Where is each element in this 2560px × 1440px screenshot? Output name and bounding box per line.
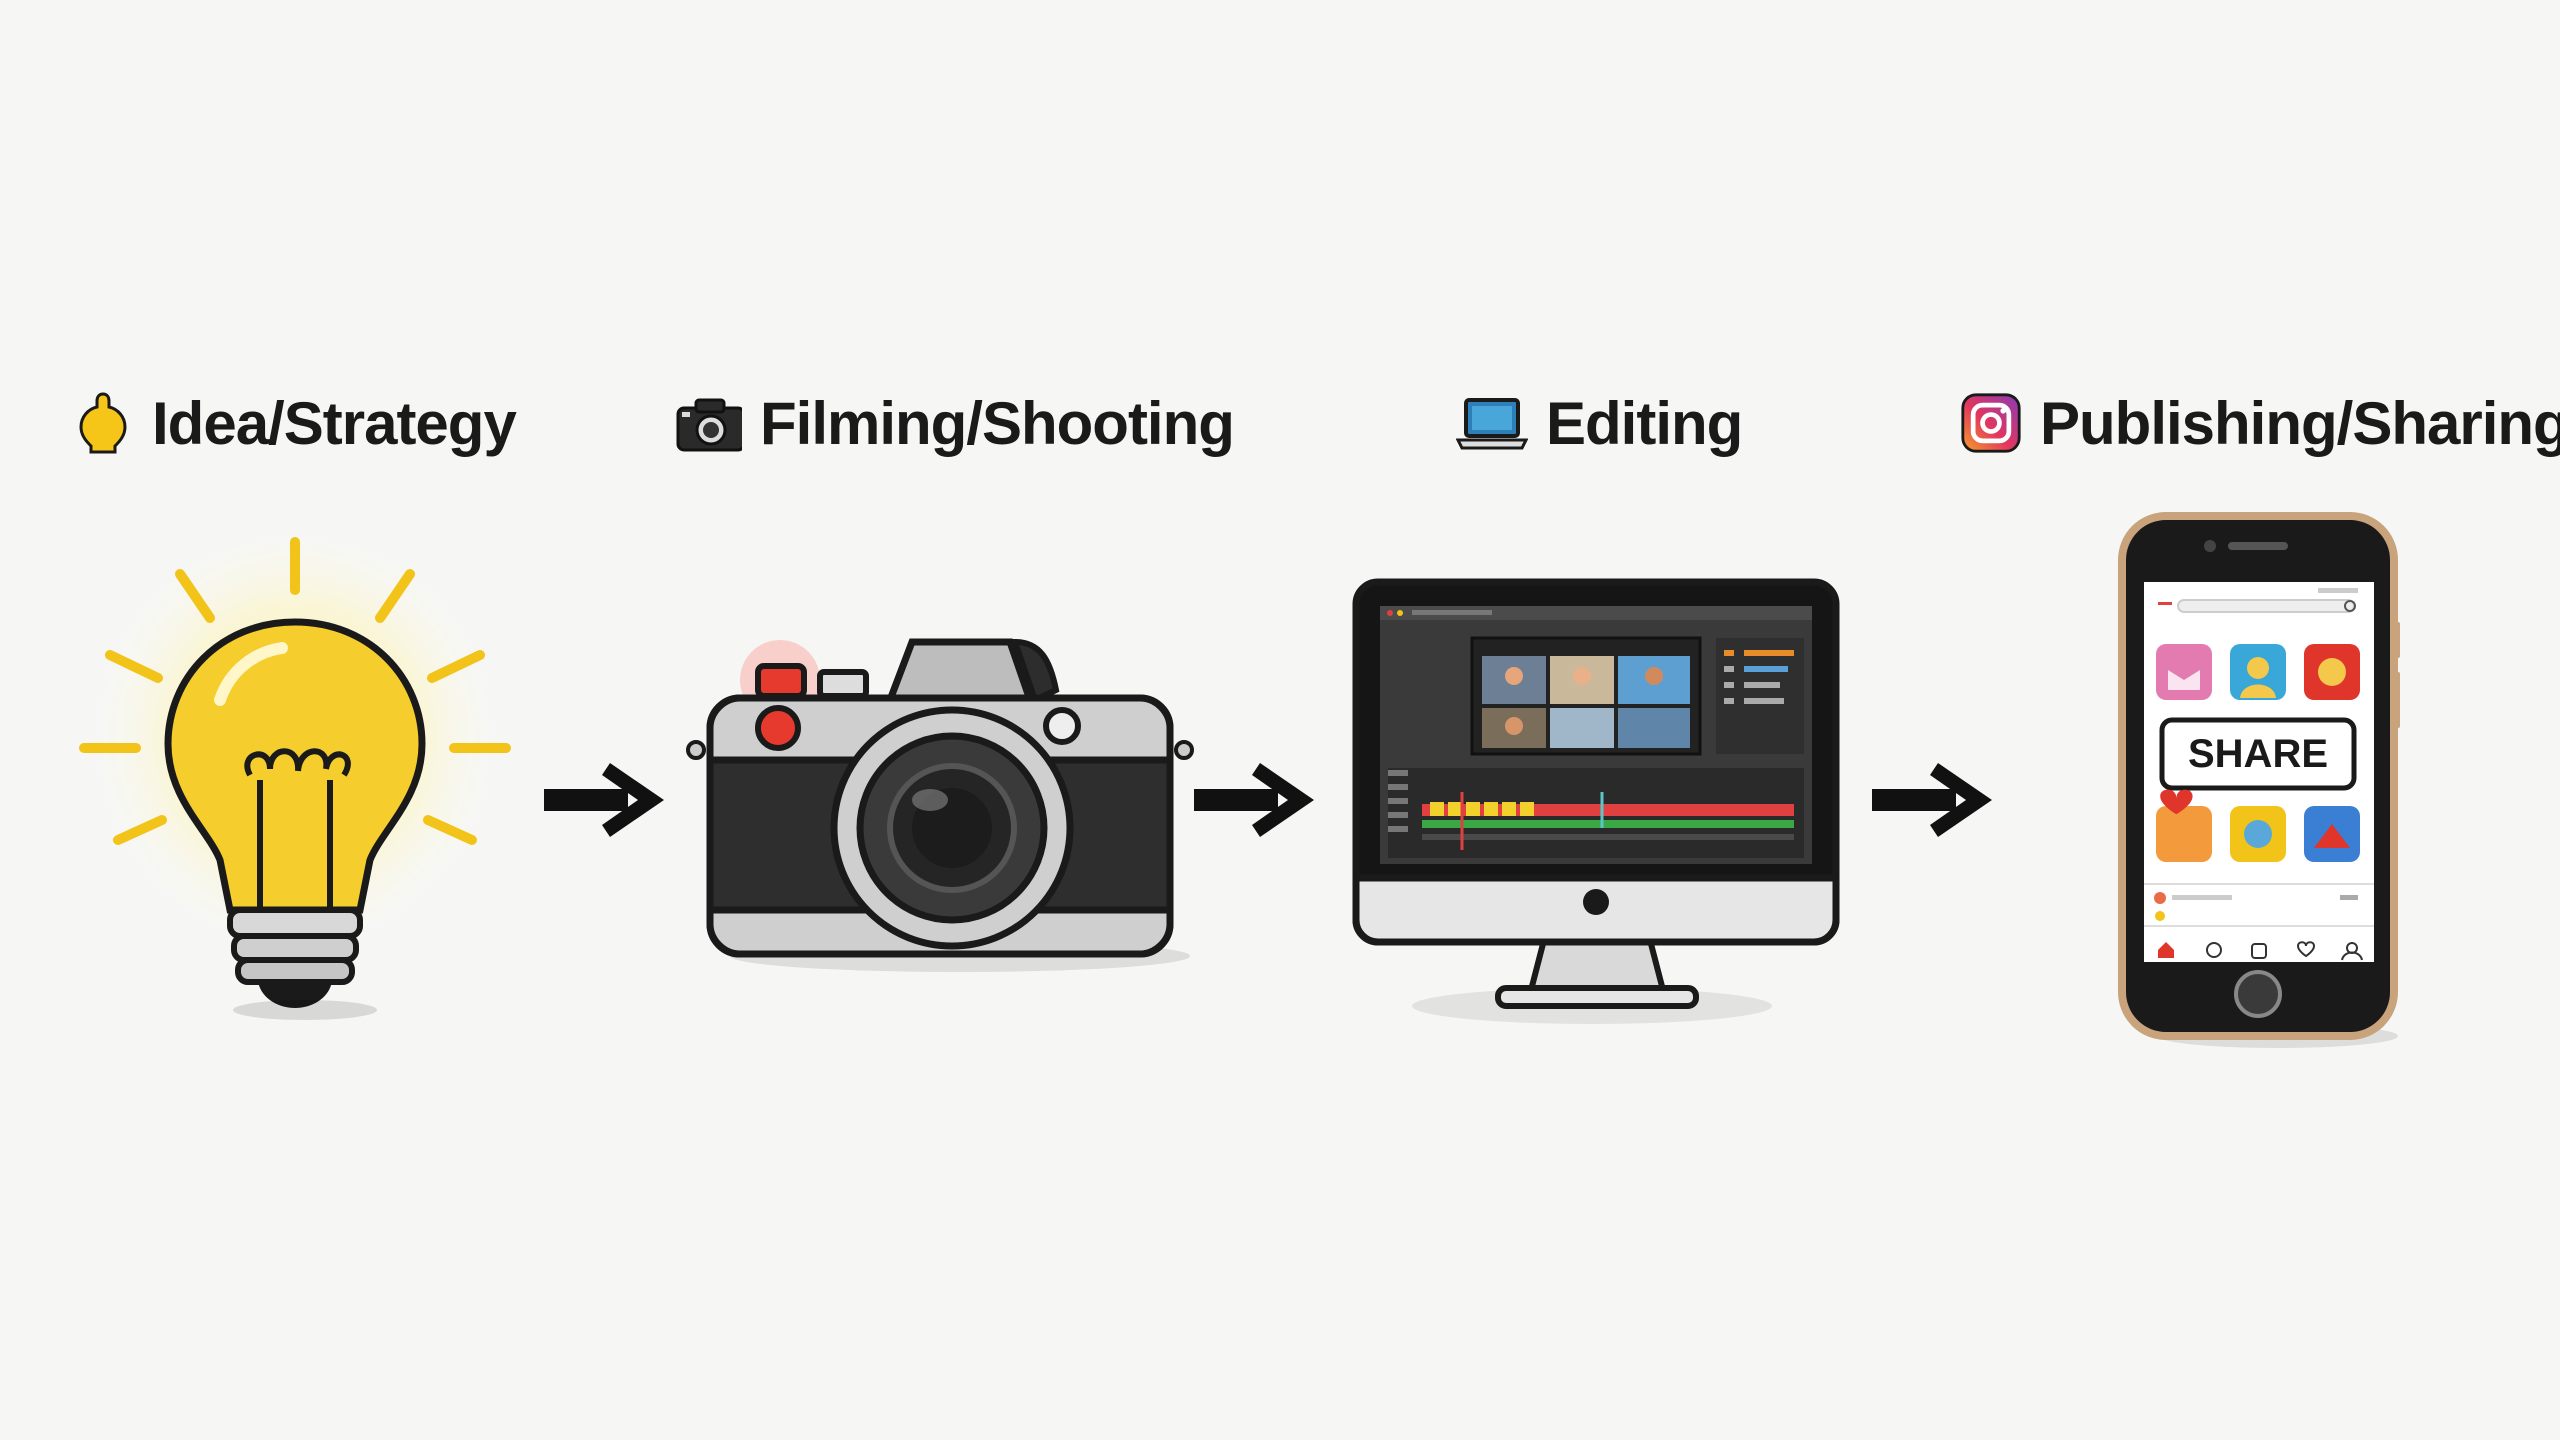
stage-label-text: Editing (1546, 389, 1743, 457)
arrow-right-icon (544, 763, 664, 837)
stage-label-text: Filming/Shooting (760, 389, 1235, 457)
camera-icon (676, 398, 742, 452)
laptop-icon (1456, 398, 1528, 450)
stage-label-text: Publishing/Sharing (2040, 389, 2560, 457)
share-button[interactable]: SHARE (2162, 720, 2354, 788)
instagram-icon (1961, 393, 2021, 453)
lightbulb-icon (79, 392, 127, 454)
phone-publishing-illustration (2118, 512, 2400, 1048)
monitor-editing-illustration (1352, 578, 1840, 1024)
stage-label-filming: Filming/Shooting (668, 378, 1235, 468)
stage-label-editing: Editing (1456, 378, 1743, 468)
lightbulb-illustration (79, 537, 511, 1020)
share-button-label: SHARE (2187, 731, 2329, 776)
stage-label-idea: Idea/Strategy (72, 378, 517, 468)
camera-illustration (686, 638, 1194, 972)
stage-label-publishing: Publishing/Sharing (1960, 378, 2560, 468)
stage-label-text: Idea/Strategy (152, 389, 517, 457)
arrow-right-icon (1872, 763, 1992, 837)
arrow-right-icon (1194, 763, 1314, 837)
light-rays (79, 537, 511, 845)
